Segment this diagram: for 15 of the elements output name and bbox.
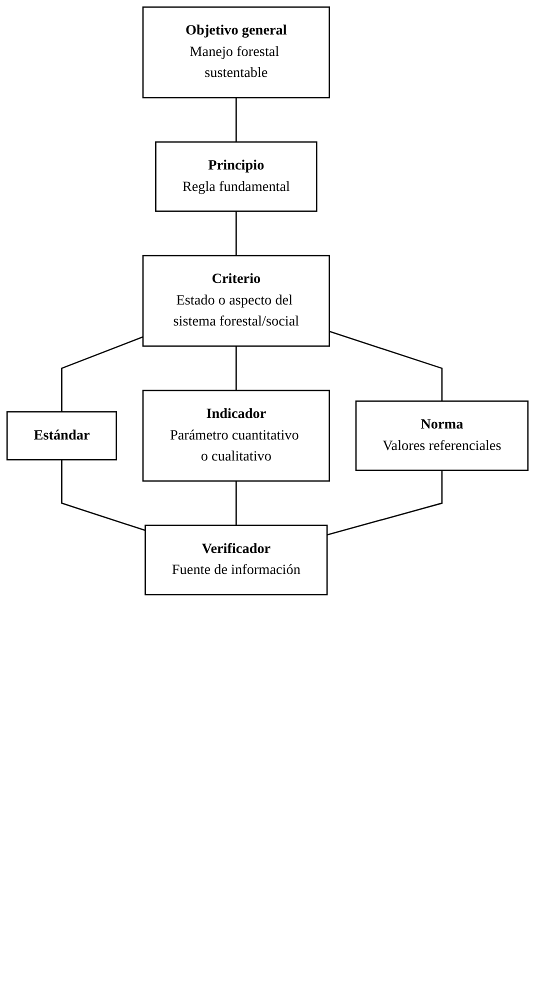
- connector: [236, 211, 237, 256]
- connector: [61, 336, 144, 412]
- node-box: Principio Regla fundamental: [155, 141, 318, 212]
- connector: [61, 460, 146, 532]
- connector: [326, 470, 443, 536]
- node-box: Indicador Parámetro cuantitativo o cualitativo: [142, 390, 330, 482]
- node-box: Criterio Estado o aspecto del sistema forestal/social: [142, 254, 330, 347]
- node-box: Objetivo general Manejo forestal sustentable: [142, 6, 330, 98]
- connector: [236, 98, 237, 142]
- connector: [329, 330, 443, 402]
- connector: [236, 346, 237, 390]
- node-box: Norma Valores referenciales: [355, 400, 529, 472]
- node-box: Verificador Fuente de información: [144, 524, 328, 596]
- node-box: Estándar: [6, 411, 118, 460]
- connector: [236, 481, 237, 526]
